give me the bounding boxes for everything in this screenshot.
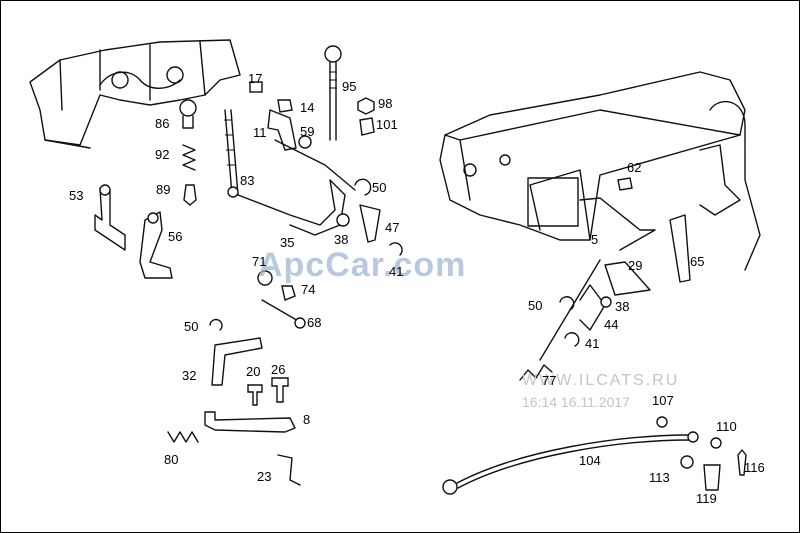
nut-59: [298, 135, 312, 149]
screw-62: [617, 177, 633, 191]
watermark-brand: ApcCar.com: [258, 246, 467, 284]
cable-104: [456, 434, 691, 484]
callout-104: 104: [579, 453, 601, 468]
rod-83: [224, 109, 239, 196]
clip-119: [703, 464, 721, 491]
callout-71: 71: [252, 254, 267, 269]
right-linkage: [442, 177, 747, 495]
callout-5: 5: [591, 232, 599, 247]
bracket-11: [267, 109, 297, 151]
callout-50-lower: 50: [184, 319, 199, 334]
spring-77: [519, 364, 553, 381]
callout-35: 35: [280, 235, 295, 250]
bushing-38a: [336, 213, 350, 227]
callout-20: 20: [246, 364, 261, 379]
intake-manifold: [29, 39, 241, 149]
callout-44: 44: [604, 317, 619, 332]
clip-23: [277, 454, 301, 486]
callout-53: 53: [69, 188, 84, 203]
bracket-47: [359, 204, 381, 243]
callout-92: 92: [155, 147, 170, 162]
callout-110: 110: [716, 419, 737, 434]
callout-83: 83: [240, 173, 255, 188]
callout-23: 23: [257, 469, 272, 484]
spring-92: [182, 144, 196, 171]
lever-56: [139, 211, 173, 279]
callout-17: 17: [248, 71, 263, 86]
clip-17: [249, 81, 263, 93]
callout-50-right: 50: [528, 298, 543, 313]
clip-41b: [564, 332, 580, 347]
callout-77: 77: [542, 373, 557, 388]
bracket-65: [669, 214, 691, 283]
callout-11: 11: [253, 125, 267, 140]
callout-107: 107: [652, 393, 674, 408]
callout-86: 86: [155, 116, 170, 131]
clip-50c: [209, 318, 223, 331]
lever-5: [579, 197, 656, 251]
callout-74: 74: [301, 282, 316, 297]
callout-56: 56: [168, 229, 183, 244]
screw-26: [271, 377, 289, 403]
bushing-38b: [600, 296, 612, 308]
callout-68: 68: [307, 315, 322, 330]
callout-29: 29: [628, 258, 643, 273]
callout-8: 8: [303, 412, 311, 427]
clip-50a: [354, 178, 372, 196]
callout-113: 113: [649, 470, 670, 485]
callout-38-left: 38: [334, 232, 349, 247]
bracket-44: [579, 284, 606, 331]
callout-26: 26: [271, 362, 286, 377]
central-linkage: [167, 45, 403, 486]
clip-14: [277, 99, 293, 113]
callout-89: 89: [156, 182, 171, 197]
callout-62: 62: [627, 160, 642, 175]
washer-113: [680, 455, 694, 469]
clip-107: [656, 416, 668, 428]
ball-socket-86: [179, 99, 197, 117]
callout-32: 32: [182, 368, 197, 383]
ball-end-104: [442, 479, 458, 495]
ball-95: [324, 45, 342, 63]
washer-110: [710, 437, 722, 449]
lever-29: [604, 261, 651, 296]
callout-65: 65: [690, 254, 705, 269]
bracket-53: [94, 187, 126, 251]
callout-59: 59: [300, 124, 315, 139]
clip-50b: [559, 296, 575, 311]
callout-38-right: 38: [615, 299, 630, 314]
nut-74: [281, 285, 296, 301]
callout-119: 119: [696, 491, 717, 506]
screw-20: [247, 384, 263, 406]
left-parts: [94, 99, 197, 279]
callout-98: 98: [378, 96, 393, 111]
callout-101: 101: [376, 117, 398, 132]
nut-98: [357, 97, 375, 115]
lever-32: [211, 337, 263, 386]
joint-101: [359, 117, 375, 136]
callout-116: 116: [744, 460, 765, 475]
callout-47: 47: [385, 220, 400, 235]
cap-89: [183, 184, 197, 206]
watermark-site: WWW.ILCATS.RU: [522, 372, 680, 389]
callout-95: 95: [342, 79, 357, 94]
callout-14: 14: [300, 100, 315, 115]
cylinder-head: [439, 71, 761, 271]
callout-80: 80: [164, 452, 179, 467]
lever-8: [204, 411, 296, 433]
pin-116: [737, 449, 747, 476]
clip-41a: [389, 242, 403, 256]
spring-80: [167, 431, 199, 443]
joint-71: [257, 270, 273, 286]
callout-50-upper: 50: [372, 180, 387, 195]
callout-41-left: 41: [389, 264, 404, 279]
watermark-timestamp: 16:14 16.11.2017: [522, 394, 630, 410]
rod-68: [261, 299, 301, 323]
callout-41-right: 41: [585, 336, 600, 351]
